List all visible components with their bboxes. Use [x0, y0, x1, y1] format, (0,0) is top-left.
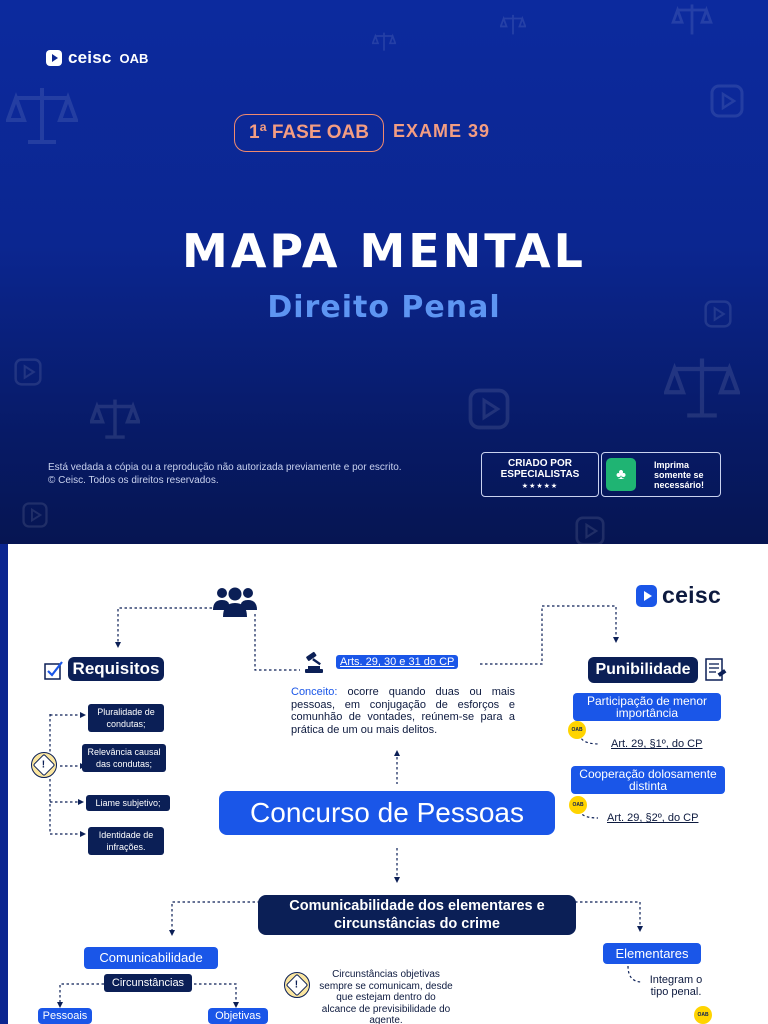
comunicabilidade-header: Comunicabilidade dos elementares e circu…: [258, 895, 576, 935]
play-icon: [575, 516, 605, 544]
requisito-item: Relevância causal das condutas;: [82, 744, 166, 772]
elementares-node: Elementares: [603, 943, 701, 964]
ceisc-logo: ceisc: [636, 582, 721, 609]
elementares-note: Integram o tipo penal.: [649, 974, 703, 998]
requisito-line: condutas;: [106, 719, 146, 729]
brand-suffix: OAB: [119, 50, 149, 66]
document-gavel-icon: [705, 658, 727, 681]
tree-icon: ♣: [606, 458, 636, 491]
gavel-icon: [305, 651, 323, 673]
print-badge-line-3: necessário!: [654, 479, 705, 490]
warning-icon: !: [31, 752, 57, 778]
punibilidade-ref-2[interactable]: Art. 29, §2º, do CP: [607, 812, 699, 824]
scales-icon: [664, 358, 740, 418]
arts-link[interactable]: Arts. 29, 30 e 31 do CP: [336, 655, 459, 669]
punibilidade-item-2: Cooperação dolosamente distinta: [571, 766, 725, 794]
copyright-note: Está vedada a cópia ou a reprodução não …: [48, 461, 402, 487]
exam-label: EXAME 39: [393, 121, 491, 141]
comunicabilidade-header-line: Comunicabilidade dos elementares e: [289, 898, 545, 914]
comunicabilidade-node: Comunicabilidade: [84, 947, 218, 969]
scales-icon: [500, 14, 526, 35]
oab-badge-icon: OAB: [569, 796, 587, 814]
left-accent-bar: [0, 544, 8, 1024]
pessoais-node: Pessoais: [38, 1008, 92, 1024]
requisito-line: Liame subjetivo;: [95, 798, 161, 808]
requisito-line: Relevância causal: [87, 747, 161, 757]
warning-icon: !: [284, 972, 310, 998]
experts-badge-line-2: ESPECIALISTAS: [500, 469, 580, 480]
copyright-line-1: Está vedada a cópia ou a reprodução não …: [48, 462, 402, 473]
play-icon: [22, 502, 48, 528]
ceisc-play-icon: [46, 50, 62, 66]
play-icon: [468, 388, 510, 430]
punibilidade-heading: Punibilidade: [588, 657, 698, 683]
requisitos-heading: Requisitos: [68, 657, 164, 681]
scales-icon: [90, 399, 140, 439]
ceisc-brand-name: ceisc: [662, 582, 722, 608]
requisito-item: Pluralidade de condutas;: [88, 704, 164, 732]
circunstancias-node: Circunstâncias: [104, 974, 192, 992]
requisito-line: Pluralidade de: [97, 707, 155, 717]
comunicabilidade-header-line: circunstâncias do crime: [333, 916, 500, 932]
requisito-line: das condutas;: [95, 759, 153, 769]
scales-icon: [6, 88, 78, 144]
scales-icon: [372, 32, 396, 51]
page-title: MAPA MENTAL: [182, 224, 586, 278]
print-badge-line-2: somente se: [654, 469, 704, 480]
oab-badge-icon: OAB: [694, 1006, 712, 1024]
phase-badge: 1ª FASE OAB: [234, 114, 385, 152]
punibilidade-ref-1[interactable]: Art. 29, §1º, do CP: [611, 738, 703, 750]
print-badge: ♣ Imprima somente se necessário!: [601, 452, 721, 497]
brand-name: ceisc: [68, 48, 112, 67]
warning-glyph: !: [295, 979, 299, 991]
play-icon: [14, 358, 42, 386]
ceisc-oab-logo: ceisc OAB: [46, 48, 148, 68]
print-badge-line-1: Imprima: [654, 459, 690, 470]
people-icon: [213, 587, 257, 617]
concept-label: Conceito:: [291, 686, 338, 698]
mind-map: ceisc Arts. 29, 30 e 31 do CP Conceito: …: [0, 544, 768, 1024]
page-subtitle: Direito Penal: [267, 290, 501, 325]
print-badge-text: Imprima somente se necessário!: [654, 460, 704, 490]
concept-text: Conceito: ocorre quando duas ou mais pes…: [291, 686, 515, 736]
play-icon: [704, 300, 732, 328]
experts-badge: CRIADO POR ESPECIALISTAS ★★★★★: [481, 452, 599, 497]
ceisc-play-icon: [636, 584, 657, 607]
central-node: Concurso de Pessoas: [219, 791, 555, 835]
requisito-item: Liame subjetivo;: [86, 795, 170, 811]
requisito-item: Identidade de infrações.: [88, 827, 164, 855]
oab-badge-icon: OAB: [568, 721, 586, 739]
stars-icon: ★★★★★: [521, 483, 559, 490]
experts-badge-line-1: CRIADO POR: [508, 458, 572, 469]
requisito-line: infrações.: [106, 842, 146, 852]
circunstancias-note: Circunstâncias objetivas sempre se comun…: [319, 969, 453, 1024]
checkbox-icon: [44, 661, 63, 680]
scales-icon: [671, 4, 713, 35]
cover-banner: ceisc OAB 1ª FASE OAB EXAME 39 MAPA MENT…: [0, 0, 768, 544]
punibilidade-item-1: Participação de menor importância: [573, 693, 721, 721]
play-icon: [710, 84, 744, 118]
requisito-line: Identidade de: [98, 830, 154, 840]
copyright-line-2: © Ceisc. Todos os direitos reservados.: [48, 475, 219, 486]
objetivas-node: Objetivas: [208, 1008, 268, 1024]
warning-glyph: !: [42, 759, 46, 771]
concept-body: ocorre quando duas ou mais pessoas, em c…: [291, 686, 515, 736]
